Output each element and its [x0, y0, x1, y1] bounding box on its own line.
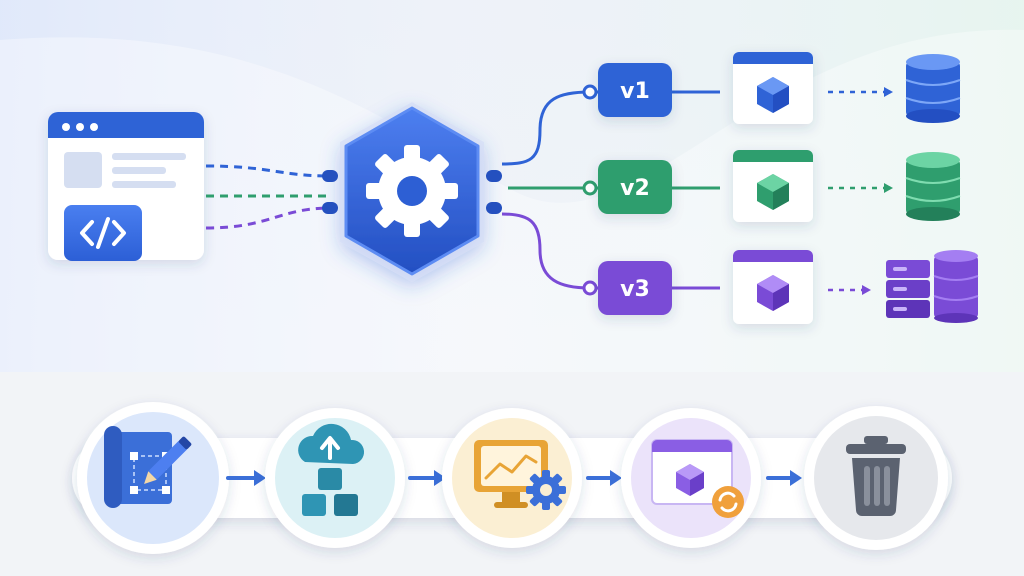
version-row-v1: v1	[598, 52, 961, 124]
version-label: v3	[620, 277, 650, 302]
server-rack-icon	[886, 250, 979, 323]
cloud-upload-blocks-icon	[298, 423, 365, 516]
cube-icon	[757, 77, 789, 113]
trash-icon	[846, 436, 906, 516]
route-node	[582, 180, 598, 196]
gateway-port	[322, 170, 338, 182]
gateway-port	[486, 202, 502, 214]
gateway-port	[486, 170, 502, 182]
window-cube-refresh-icon	[651, 439, 744, 518]
arrowhead	[434, 470, 446, 486]
arrowhead	[610, 470, 622, 486]
arrowhead	[790, 470, 802, 486]
monitor-chart-gear-icon	[474, 440, 566, 510]
client-link-blue	[205, 164, 331, 178]
arrowhead	[884, 87, 893, 97]
version-row-v2: v2	[598, 150, 961, 222]
route-line-v3	[501, 212, 720, 290]
version-row-v3: v3	[598, 250, 979, 324]
cube-icon	[757, 275, 789, 311]
code-icon	[64, 205, 142, 261]
version-label: v2	[620, 176, 650, 201]
client-link-purple	[205, 206, 331, 230]
gateway-port	[322, 202, 338, 214]
arrowhead	[254, 470, 266, 486]
route-node	[582, 280, 598, 296]
route-line-v1	[501, 90, 720, 166]
arrowhead	[884, 183, 893, 193]
version-label: v1	[620, 79, 650, 104]
cube-icon	[757, 174, 789, 210]
database-icon	[905, 152, 961, 221]
gear-icon	[366, 145, 458, 237]
database-icon	[905, 54, 961, 123]
route-node	[582, 84, 598, 100]
version-badge-v1[interactable]: v1	[598, 63, 672, 117]
version-badge-v3[interactable]: v3	[598, 261, 672, 315]
arrowhead	[862, 285, 871, 295]
blueprint-pencil-icon	[104, 426, 192, 508]
version-badge-v2[interactable]: v2	[598, 160, 672, 214]
